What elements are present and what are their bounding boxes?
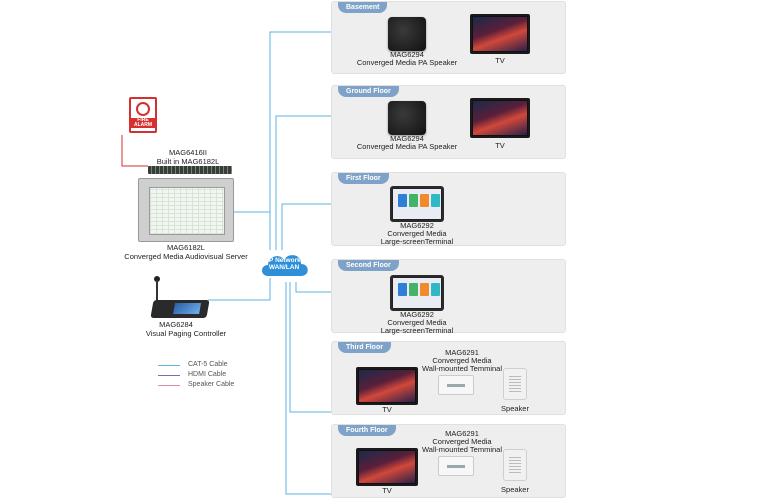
- app-tile: [409, 194, 418, 207]
- wall-terminal-model-fourth: MAG6291: [445, 429, 479, 438]
- wall-terminal-desc2-fourth: Wall-mounted Temminal: [421, 445, 503, 454]
- wall-terminal-model-third: MAG6291: [445, 348, 479, 357]
- paging-body: [150, 300, 210, 318]
- terminal-desc1-first: Converged Media: [387, 229, 447, 238]
- relay-desc: Built in MAG6182L: [156, 157, 220, 166]
- legend-hdmi-label: HDMI Cable: [188, 371, 227, 378]
- pa-desc-basement: Converged Media PA Speaker: [356, 58, 458, 67]
- legend-cat5-label: CAT-5 Cable: [188, 361, 228, 368]
- wall-terminal-desc2-third: Wall-mounted Temminal: [421, 364, 503, 373]
- tv-label-fourth: TV: [382, 486, 392, 495]
- gooseneck-mic-icon: [154, 276, 160, 282]
- pa-desc-ground: Converged Media PA Speaker: [356, 142, 458, 151]
- app-tile: [431, 283, 440, 296]
- cloud-icon: [262, 255, 308, 276]
- paging-controller: [150, 276, 212, 320]
- cat5-paging: [208, 278, 271, 301]
- wall-terminal-fourth: [438, 456, 474, 476]
- pa-speaker-ground: [388, 101, 426, 135]
- network-label: IP Network WAN/LAN: [267, 257, 301, 271]
- pa-model-basement: MAG6294: [390, 50, 424, 59]
- zone-ground-floor: Ground Floor MAG6294 Converged Media PA …: [331, 85, 566, 159]
- app-tile: [398, 194, 407, 207]
- tv-ground: [470, 98, 530, 138]
- app-tile: [409, 283, 418, 296]
- server-screen: [149, 187, 225, 235]
- tv-label-ground: TV: [495, 141, 505, 150]
- app-tile: [398, 283, 407, 296]
- app-tile: [420, 194, 429, 207]
- floor-tag-second: Second Floor: [338, 260, 399, 271]
- legend-cat5-line: [158, 365, 180, 366]
- relay-model: MAG6416II: [169, 148, 207, 157]
- terminal-desc1-second: Converged Media: [387, 318, 447, 327]
- legend-speaker-label: Speaker Cable: [188, 381, 235, 388]
- fire-alarm-icon: [136, 102, 150, 116]
- wall-terminal-desc1-third: Converged Media: [432, 356, 492, 365]
- terminal-desc2-first: Large-screenTerminal: [380, 237, 454, 246]
- tv-fourth: [356, 448, 418, 486]
- paging-screen: [173, 303, 202, 314]
- server-model: MAG6182L: [167, 243, 205, 252]
- speaker-label-third: Speaker: [501, 404, 529, 413]
- relay-unit: [148, 166, 232, 174]
- zone-third-floor: Third Floor MAG6291 Converged Media Wall…: [331, 341, 566, 415]
- zone-fourth-floor: Fourth Floor MAG6291 Converged Media Wal…: [331, 424, 566, 498]
- paging-desc: Visual Paging Controller: [145, 329, 227, 338]
- terminal-model-first: MAG6292: [400, 221, 434, 230]
- app-tile: [420, 283, 429, 296]
- audiovisual-server: [138, 178, 234, 242]
- floor-tag-fourth: Fourth Floor: [338, 425, 396, 436]
- floor-tag-third: Third Floor: [338, 342, 391, 353]
- tv-label-third: TV: [382, 405, 392, 414]
- tv-label-basement: TV: [495, 56, 505, 65]
- gooseneck-icon: [156, 280, 158, 302]
- wall-terminal-third: [438, 375, 474, 395]
- floor-tag-basement: Basement: [338, 2, 388, 13]
- floor-tag-first: First Floor: [338, 173, 389, 184]
- large-screen-terminal-second: [390, 275, 444, 311]
- terminal-desc2-second: Large-screenTerminal: [380, 326, 454, 335]
- fire-alarm-wire: [121, 135, 148, 167]
- speaker-label-fourth: Speaker: [501, 485, 529, 494]
- pa-model-ground: MAG6294: [390, 134, 424, 143]
- zone-first-floor: First Floor MAG6292 Converged Media Larg…: [331, 172, 566, 246]
- floor-tag-ground: Ground Floor: [338, 86, 399, 97]
- server-desc: Converged Media Audiovisual Server: [124, 252, 248, 261]
- wall-terminal-desc1-fourth: Converged Media: [432, 437, 492, 446]
- wall-speaker-third: [503, 368, 527, 400]
- tv-third: [356, 367, 418, 405]
- wall-speaker-fourth: [503, 449, 527, 481]
- app-tile: [431, 194, 440, 207]
- legend-hdmi-line: [158, 375, 180, 376]
- large-screen-terminal-first: [390, 186, 444, 222]
- paging-model: MAG6284: [159, 320, 193, 329]
- legend-speaker-line: [158, 385, 180, 386]
- zone-basement: Basement MAG6294 Converged Media PA Spea…: [331, 1, 566, 74]
- pa-speaker-basement: [388, 17, 426, 51]
- tv-basement: [470, 14, 530, 54]
- terminal-model-second: MAG6292: [400, 310, 434, 319]
- zone-second-floor: Second Floor MAG6292 Converged Media Lar…: [331, 259, 566, 335]
